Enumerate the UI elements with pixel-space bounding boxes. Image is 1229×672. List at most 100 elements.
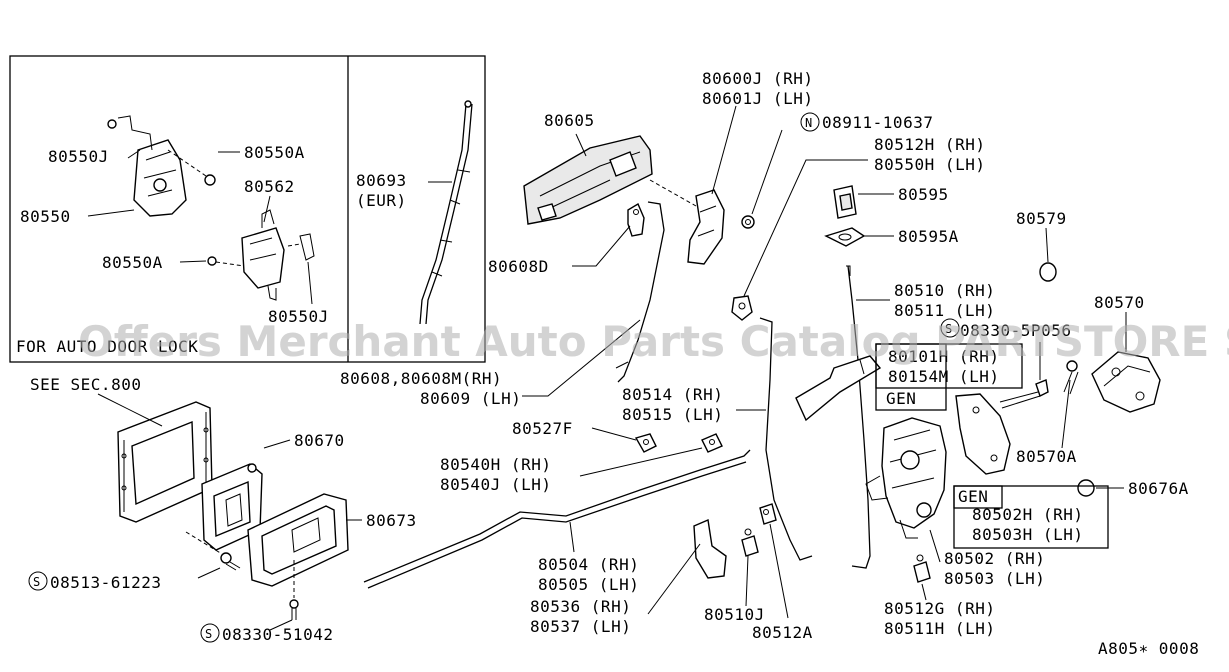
label-80511: 80511 (LH) bbox=[894, 301, 995, 320]
watermark-text: Offers Merchant Auto Parts Catalog PARTS… bbox=[78, 317, 1229, 366]
n-symbol-circle bbox=[800, 112, 820, 132]
label-80504: 80504 (RH) bbox=[538, 555, 639, 574]
label-80101H: 80101H (RH) bbox=[888, 347, 999, 366]
part-drawing-80504-rod bbox=[363, 449, 751, 589]
leader-80536 bbox=[647, 543, 701, 615]
leader-80670 bbox=[263, 439, 291, 449]
part-drawing-80570 bbox=[1091, 351, 1161, 413]
part-drawing-08330-51042 bbox=[289, 560, 299, 620]
label-80540J: 80540J (LH) bbox=[440, 475, 551, 494]
label-80605: 80605 bbox=[544, 111, 595, 130]
leader-80608D bbox=[572, 225, 631, 267]
s-symbol-circle-a bbox=[28, 571, 48, 591]
leader-80550J-b bbox=[307, 261, 313, 305]
part-drawing-08330-5P056 bbox=[999, 379, 1049, 409]
leader-80608 bbox=[522, 319, 641, 397]
label-eur: (EUR) bbox=[356, 191, 407, 210]
part-drawing-80676A bbox=[1077, 479, 1095, 497]
label-80537: 80537 (LH) bbox=[530, 617, 631, 636]
label-80608: 80608,80608M(RH) bbox=[340, 369, 502, 388]
label-80601J: 80601J (LH) bbox=[702, 89, 813, 108]
part-drawing-80512H bbox=[731, 295, 753, 321]
part-drawing-80562 bbox=[207, 209, 315, 301]
label-80550A-b: 80550A bbox=[102, 253, 163, 272]
box-80502H bbox=[953, 485, 1109, 549]
part-drawing-80512A bbox=[759, 503, 777, 525]
part-drawing-80510J bbox=[741, 528, 759, 557]
leader-see-sec bbox=[97, 393, 163, 427]
leader-80562 bbox=[263, 195, 271, 223]
label-08911-10637: 08911-10637 bbox=[822, 113, 933, 132]
s-symbol-c: S bbox=[205, 627, 212, 641]
part-drawing-80595A bbox=[824, 227, 866, 247]
label-80511H: 80511H (LH) bbox=[884, 619, 995, 638]
leader-80550J-a bbox=[127, 149, 141, 159]
label-80570A: 80570A bbox=[1016, 447, 1077, 466]
label-80550J-a: 80550J bbox=[48, 147, 109, 166]
part-drawing-80510-rod bbox=[846, 265, 871, 569]
leader-80510J bbox=[745, 555, 749, 607]
s-symbol-a: S bbox=[33, 575, 40, 589]
label-80600J: 80600J (RH) bbox=[702, 69, 813, 88]
leader-80512H bbox=[743, 159, 868, 297]
label-80512H: 80512H (RH) bbox=[874, 135, 985, 154]
leader-80605 bbox=[575, 133, 587, 157]
label-80514: 80514 (RH) bbox=[622, 385, 723, 404]
label-08330-51042: 08330-51042 bbox=[222, 625, 333, 644]
label-80512A: 80512A bbox=[752, 623, 813, 642]
part-drawing-80512G bbox=[913, 554, 931, 583]
label-80579: 80579 bbox=[1016, 209, 1067, 228]
part-drawing-trim-escutcheon bbox=[117, 401, 213, 523]
label-80595A: 80595A bbox=[898, 227, 959, 246]
n-symbol: N bbox=[805, 116, 812, 130]
label-80609: 80609 (LH) bbox=[420, 389, 521, 408]
label-80550A-a: 80550A bbox=[244, 143, 305, 162]
label-08513-61223: 08513-61223 bbox=[50, 573, 161, 592]
label-80550J-b: 80550J bbox=[268, 307, 329, 326]
leader-08513 bbox=[197, 567, 221, 579]
part-drawing-80608D bbox=[627, 202, 645, 237]
label-80570: 80570 bbox=[1094, 293, 1145, 312]
part-drawing-80670 bbox=[201, 463, 263, 551]
label-80502H: 80502H (RH) bbox=[972, 505, 1083, 524]
label-80527F: 80527F bbox=[512, 419, 573, 438]
leader-80550A-b bbox=[179, 260, 207, 263]
part-drawing-80673 bbox=[247, 493, 349, 587]
part-drawing-80550 bbox=[107, 115, 216, 217]
label-80505: 80505 (LH) bbox=[538, 575, 639, 594]
diagram-code: A805∗ 0008 bbox=[1098, 639, 1199, 658]
part-drawing-80570A bbox=[1063, 360, 1079, 395]
part-drawing-80693 bbox=[419, 100, 473, 325]
label-08330-5P056: 08330-5P056 bbox=[960, 321, 1071, 340]
label-gen-a: GEN bbox=[886, 389, 916, 408]
leader-80570A bbox=[1061, 379, 1071, 449]
leader-80527F bbox=[591, 427, 637, 441]
label-80510: 80510 (RH) bbox=[894, 281, 995, 300]
label-80510J: 80510J bbox=[704, 605, 765, 624]
s-symbol-circle-b bbox=[940, 318, 960, 338]
part-drawing-80540H bbox=[701, 433, 723, 453]
label-80540H: 80540H (RH) bbox=[440, 455, 551, 474]
part-drawing-80502-lock bbox=[865, 417, 947, 539]
leader-08911 bbox=[751, 129, 783, 215]
leader-80512A bbox=[769, 523, 789, 619]
s-symbol-circle-c bbox=[200, 623, 220, 643]
leader-80502 bbox=[929, 529, 941, 563]
leader-80600J bbox=[711, 105, 737, 195]
part-drawing-80101H bbox=[795, 355, 882, 422]
box-gen-80502H bbox=[953, 485, 1003, 509]
label-80550H: 80550H (LH) bbox=[874, 155, 985, 174]
label-80536: 80536 (RH) bbox=[530, 597, 631, 616]
label-80502: 80502 (RH) bbox=[944, 549, 1045, 568]
label-80512G: 80512G (RH) bbox=[884, 599, 995, 618]
part-drawing-80502H bbox=[955, 393, 1011, 475]
part-drawing-80595 bbox=[833, 185, 857, 219]
label-80608D: 80608D bbox=[488, 257, 549, 276]
part-drawing-80600J bbox=[687, 189, 725, 265]
label-80693: 80693 bbox=[356, 171, 407, 190]
part-drawing-80536 bbox=[693, 519, 727, 579]
label-80550: 80550 bbox=[20, 207, 71, 226]
s-symbol-b: S bbox=[945, 322, 952, 336]
label-80673: 80673 bbox=[366, 511, 417, 530]
